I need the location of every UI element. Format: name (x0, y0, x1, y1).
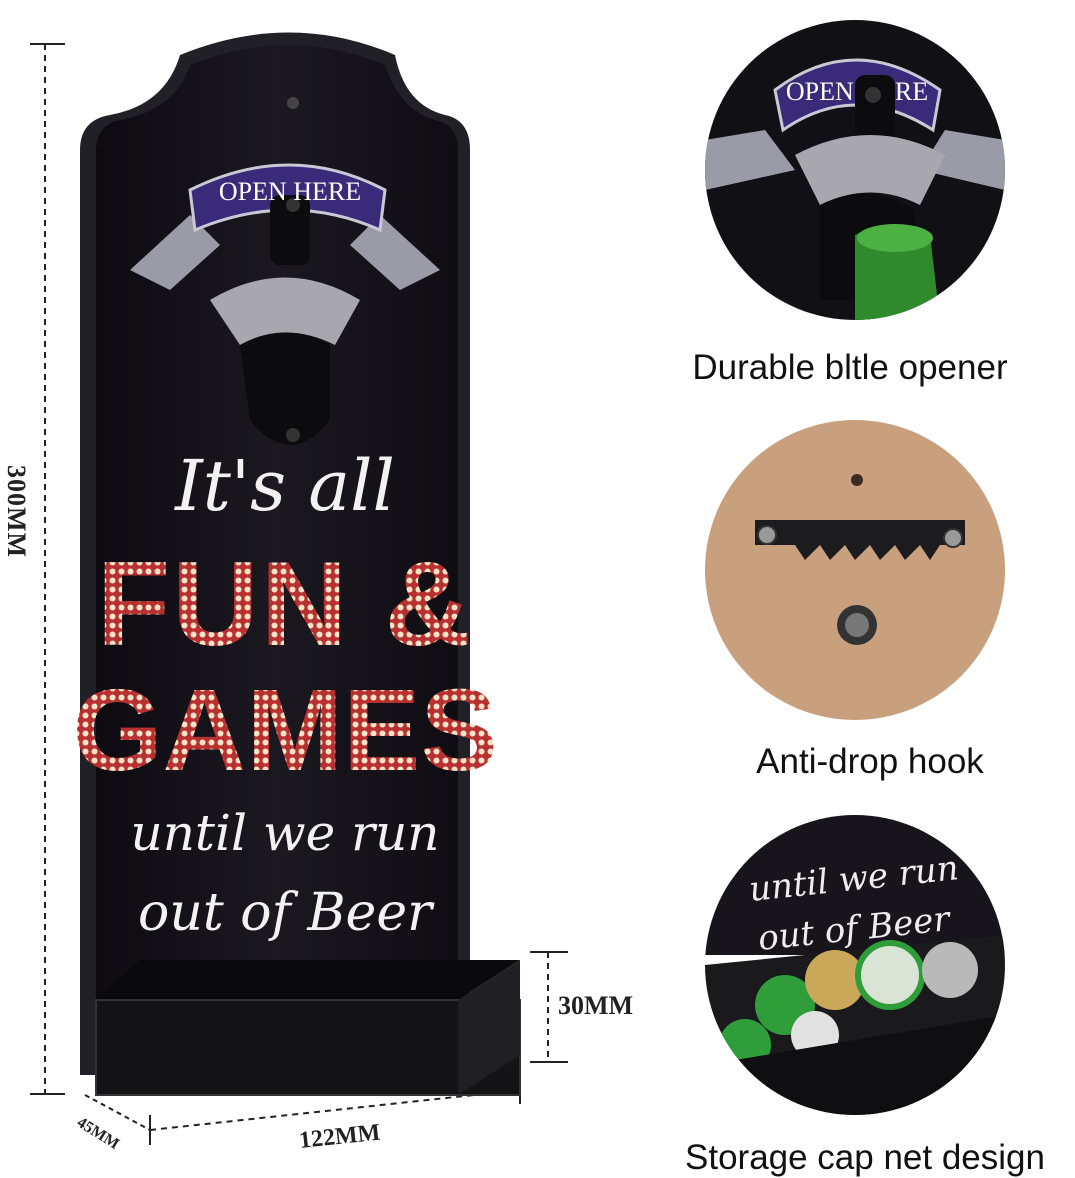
feature-storage-image: until we run out of Beer (705, 815, 1005, 1115)
sign-line-1: It's all (173, 445, 395, 527)
sign-line-4: until we run (131, 804, 440, 862)
feature-hook-image (705, 420, 1005, 720)
feature-hook-caption: Anti-drop hook (756, 742, 984, 781)
sign-line-2: FUN & (97, 537, 474, 671)
sign-line-3: GAMES (72, 665, 497, 795)
banner-text: OPEN HERE (219, 177, 361, 206)
height-label: 300MM (2, 465, 31, 558)
height-dimension (30, 43, 65, 1095)
width-label: 122MM (298, 1120, 382, 1154)
tray-dimension (530, 951, 568, 1063)
cap-tray (95, 960, 521, 1096)
hanging-hole (287, 97, 299, 109)
tray-height-label: 30MM (558, 991, 633, 1020)
board (80, 32, 470, 1075)
depth-dimension (84, 1094, 151, 1131)
product-illustration: OPEN HERE It's all FUN & GAMES until we … (2, 32, 633, 1154)
sign-line-5: out of Beer (138, 883, 435, 943)
depth-label: 45MM (74, 1114, 122, 1153)
feature-storage-caption: Storage cap net design (685, 1138, 1045, 1177)
saw-tooth-hanger (755, 520, 965, 560)
open-here-banner (130, 163, 440, 290)
bottle-opener (210, 195, 360, 445)
feature-opener-caption: Durable bltle opener (692, 348, 1008, 387)
feature-opener-image: OPEN HERE (705, 20, 1005, 320)
